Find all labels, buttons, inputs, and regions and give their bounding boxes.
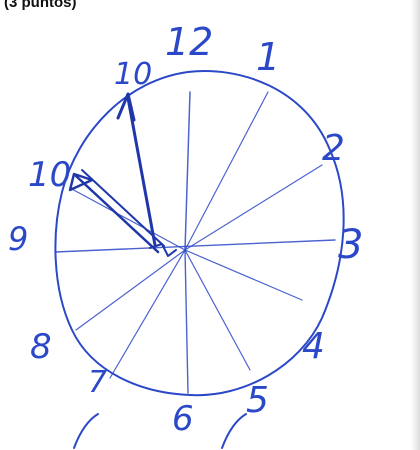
bottom-stroke-left xyxy=(73,413,99,449)
minute-hand xyxy=(116,92,157,247)
clock-number-12: 12 xyxy=(165,20,213,64)
clock-number-6: 6 xyxy=(172,399,194,439)
clock-number-10: 10 xyxy=(114,57,152,92)
clock-number-1: 1 xyxy=(256,35,280,79)
clock-number-9: 9 xyxy=(8,220,28,258)
clock-number-3: 3 xyxy=(338,222,363,268)
clock-number-5: 5 xyxy=(246,380,269,421)
clock-center-mark xyxy=(149,243,177,257)
clock-number-10-scribble: 10 xyxy=(28,155,71,195)
scan-edge-shadow xyxy=(411,0,420,450)
bottom-stroke-right xyxy=(221,413,247,449)
clock-division-lines xyxy=(54,91,336,394)
clock-number-2: 2 xyxy=(322,128,345,169)
points-label: (3 puntos) xyxy=(4,0,77,11)
clock-number-4: 4 xyxy=(302,326,325,367)
hour-hand xyxy=(68,169,165,254)
clock-number-7: 7 xyxy=(88,365,107,400)
clock-face-circle xyxy=(54,70,345,397)
clock-number-8: 8 xyxy=(30,327,52,367)
